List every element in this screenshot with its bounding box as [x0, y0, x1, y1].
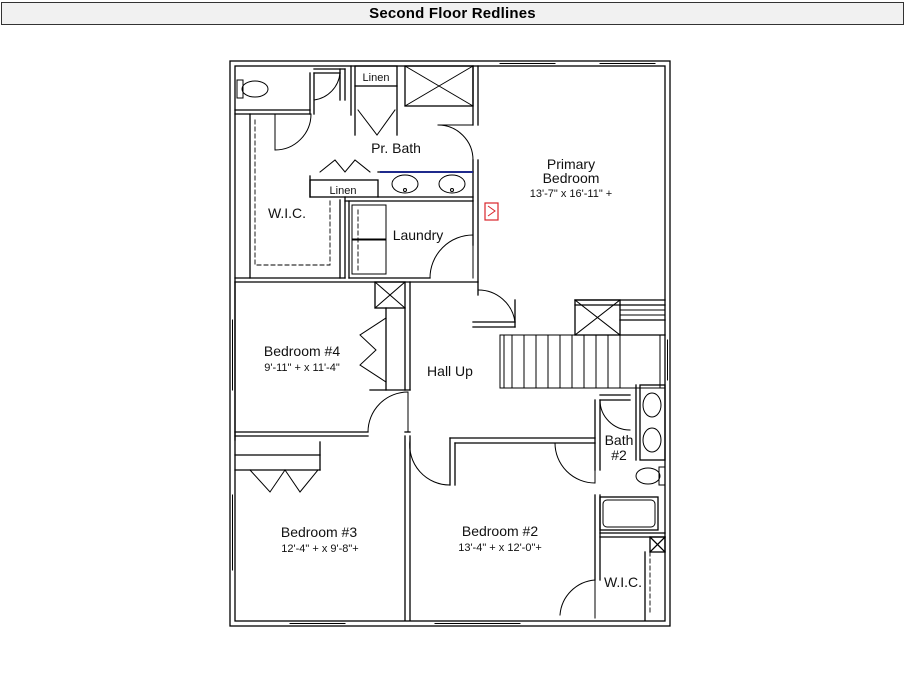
room-labels: Linen Pr. Bath Linen W.I.C. Laundry Prim… — [264, 72, 642, 590]
stairs — [499, 309, 666, 389]
bedroom3-label: Bedroom #3 — [281, 524, 357, 540]
pr-bath-label: Pr. Bath — [371, 140, 421, 156]
shelving — [254, 119, 651, 616]
wic-top-label: W.I.C. — [268, 205, 306, 221]
redline-marker — [484, 202, 499, 221]
page-title: Second Floor Redlines — [369, 5, 536, 22]
chase-boxes — [374, 65, 621, 336]
bedroom4-label: Bedroom #4 — [264, 343, 340, 359]
bedroom2-dims: 13'-4" + x 12'-0"+ — [458, 542, 542, 554]
wic-bottom-label: W.I.C. — [604, 574, 642, 590]
primary-bedroom-label-2: Bedroom — [543, 170, 600, 186]
windows — [232, 63, 668, 624]
fixtures — [236, 79, 666, 528]
linen-mid-label: Linen — [330, 185, 357, 197]
hall-label: Hall Up — [427, 363, 473, 379]
laundry-label: Laundry — [393, 227, 444, 243]
door-swings — [249, 72, 631, 619]
title-bar: Second Floor Redlines — [1, 2, 904, 25]
primary-bedroom-dims: 13'-7" x 16'-11" + — [530, 188, 612, 200]
bedroom4-dims: 9'-11" + x 11'-4" — [264, 362, 340, 374]
bedroom2-label: Bedroom #2 — [462, 523, 538, 539]
primary-bedroom-label-1: Primary — [547, 156, 595, 172]
bath2-label-1: Bath — [605, 432, 634, 448]
linen-top-label: Linen — [363, 72, 390, 84]
bedroom3-dims: 12'-4" + x 9'-8"+ — [281, 543, 358, 555]
bath2-label-2: #2 — [611, 447, 627, 463]
